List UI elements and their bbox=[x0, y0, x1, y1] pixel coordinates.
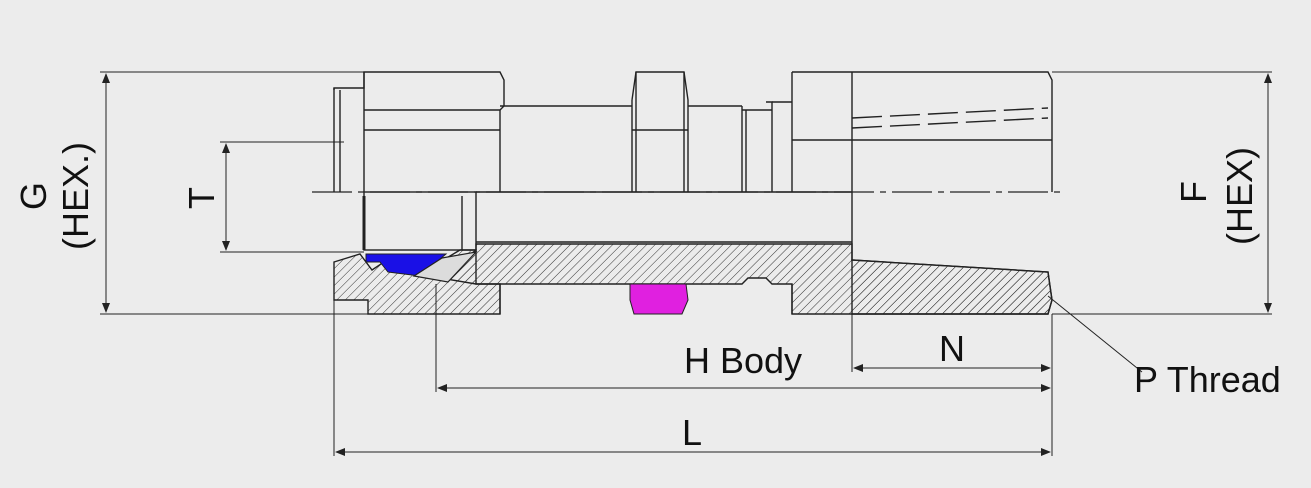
seal-ring bbox=[629, 283, 689, 315]
label-n: N bbox=[939, 328, 965, 369]
label-g: G bbox=[13, 182, 54, 210]
fitting-outline bbox=[333, 71, 1053, 192]
label-g-hex: (HEX.) bbox=[55, 142, 96, 250]
dimension-lines bbox=[100, 71, 1272, 456]
front-ferrule bbox=[412, 251, 478, 283]
label-p-thread: P Thread bbox=[1134, 359, 1281, 400]
label-f: F bbox=[1173, 181, 1214, 203]
label-h-body: H Body bbox=[684, 340, 802, 381]
dimension-labels: G (HEX.) T F (HEX) H Body N P Thread L bbox=[13, 142, 1281, 453]
label-f-hex: (HEX) bbox=[1219, 147, 1260, 245]
label-l: L bbox=[682, 412, 702, 453]
label-t: T bbox=[181, 187, 222, 209]
